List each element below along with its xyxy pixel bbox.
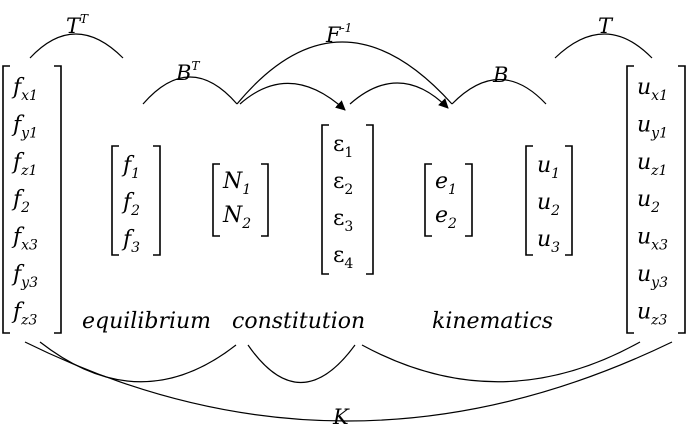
vector-entry: e2 — [435, 203, 457, 232]
label-equilibrium: equilibrium — [82, 309, 211, 334]
arrow-constitution-to-epsilon — [239, 82, 346, 111]
vector-entry: ε2 — [333, 169, 353, 198]
label-kinematics: kinematics — [432, 309, 553, 334]
vector-group: fx1fy1fz1f2fx3fy3fz3f1f2f3N1N2ε1ε2ε3ε4e1… — [2, 65, 686, 334]
vector-entry: fy3 — [11, 262, 38, 291]
arc-T-transpose — [29, 33, 124, 59]
label-F-inverse: F-1 — [325, 21, 352, 47]
arc-bottom-constitution-loop — [247, 344, 356, 383]
vector-epsilon: ε1 ε2 ε3 ε4 — [321, 124, 374, 275]
vector-entry: f2 — [11, 187, 30, 216]
arc-bottom-kinematics-to-u — [361, 341, 641, 383]
label-B: B — [492, 63, 508, 87]
vector-entry: f1 — [121, 153, 140, 182]
arc-T — [554, 33, 653, 59]
arc-K — [24, 341, 673, 422]
left-bracket — [2, 65, 10, 334]
vector-entry: fz3 — [11, 299, 38, 328]
right-bracket — [678, 65, 686, 334]
label-K: K — [332, 405, 350, 429]
section-labels: equilibrium constitution kinematics — [82, 309, 553, 334]
left-bracket — [525, 145, 533, 256]
label-T: T — [598, 14, 614, 38]
vector-entry: e1 — [435, 169, 457, 198]
vector-entry: uz1 — [637, 150, 667, 179]
vector-entry: ux1 — [637, 75, 668, 104]
arc-F-inverse — [236, 41, 453, 105]
left-bracket — [424, 163, 432, 237]
vector-entry: N2 — [222, 203, 251, 232]
vector-entry: fz1 — [11, 150, 37, 179]
vector-entry: u1 — [537, 153, 560, 182]
vector-f-full: fx1 fy1 fz1 f2 fx3 fy3 fz3 — [2, 65, 62, 334]
left-bracket — [321, 124, 329, 275]
vector-entry: ε3 — [333, 206, 353, 235]
left-bracket — [212, 163, 220, 237]
label-B-transpose: BT — [175, 59, 200, 85]
left-bracket — [626, 65, 634, 334]
arc-bottom-f-to-constitution — [39, 341, 237, 383]
vector-entry: fx1 — [11, 75, 38, 104]
vector-entry: ux3 — [637, 225, 668, 254]
vector-f-free: f1 f2 f3 — [111, 145, 161, 256]
vector-entry: N1 — [222, 169, 251, 198]
right-bracket — [465, 163, 473, 237]
vector-entry: f2 — [121, 190, 140, 219]
vector-entry: fx3 — [11, 225, 38, 254]
operator-labels: TT BT F-1 B T K — [66, 12, 614, 429]
vector-entry: u3 — [537, 227, 560, 256]
vector-entry: fy1 — [11, 112, 38, 141]
arrow-epsilon-to-kinematics — [349, 82, 449, 109]
vector-entry: u2 — [637, 187, 660, 216]
label-constitution: constitution — [232, 309, 365, 334]
label-T-transpose: TT — [66, 12, 89, 38]
vector-entry: uy1 — [637, 112, 668, 141]
arc-B — [451, 78, 547, 105]
vector-entry: uz3 — [637, 299, 668, 328]
vector-entry: uy3 — [637, 262, 668, 291]
right-bracket — [366, 124, 374, 275]
vector-u-free: u1 u2 u3 — [525, 145, 573, 256]
left-bracket — [111, 145, 119, 256]
right-bracket — [153, 145, 161, 256]
vector-entry: ε4 — [333, 243, 353, 272]
vector-u-full: ux1 uy1 uz1 u2 ux3 uy3 uz3 — [626, 65, 686, 334]
vector-entry: f3 — [121, 227, 140, 256]
arc-B-transpose — [142, 76, 238, 105]
right-bracket — [54, 65, 62, 334]
vector-entry: u2 — [537, 190, 560, 219]
right-bracket — [565, 145, 573, 256]
vector-entry: ε1 — [333, 132, 353, 161]
right-bracket — [261, 163, 269, 237]
